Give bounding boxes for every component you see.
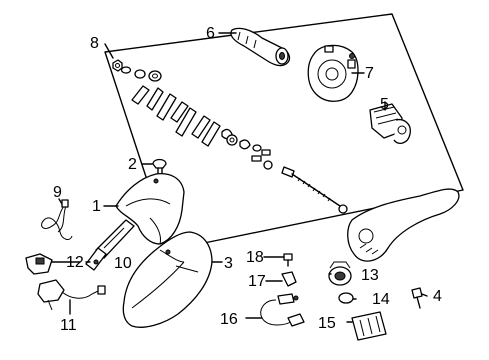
part-4-bolt	[411, 287, 423, 309]
part-14-ring	[338, 292, 354, 304]
callout-12: 12	[66, 254, 84, 271]
part-7-clockspring	[307, 44, 359, 102]
part-13-lock-cylinder	[328, 261, 352, 286]
callout-10: 10	[114, 255, 132, 272]
callout-8: 8	[90, 35, 99, 52]
callout-2: 2	[128, 156, 137, 173]
callout-9: 9	[53, 184, 62, 201]
callout-17: 17	[248, 273, 266, 290]
part-18-screw	[283, 253, 293, 267]
part-10-bracket	[85, 219, 135, 271]
callout-18: 18	[246, 249, 264, 266]
part-12-connector	[25, 253, 53, 275]
part-11-sensor-harness	[37, 279, 106, 311]
leader-lines	[51, 32, 428, 323]
part-3-lower-shroud	[122, 231, 213, 328]
callout-4: 4	[433, 288, 442, 305]
callout-13: 13	[361, 267, 379, 284]
part-6-switch-lever	[230, 27, 291, 67]
callout-16: 16	[220, 311, 238, 328]
callout-5: 5	[380, 96, 389, 113]
part-5-switch	[369, 103, 411, 145]
part-17-clip	[281, 271, 297, 287]
callout-14: 14	[372, 291, 390, 308]
callout-11: 11	[60, 317, 77, 334]
callout-3: 3	[224, 255, 233, 272]
part-16-cable	[260, 293, 305, 327]
tilt-lever	[347, 188, 460, 262]
callout-15: 15	[318, 315, 336, 332]
callout-6: 6	[206, 25, 215, 42]
part-15-module	[351, 311, 387, 341]
subassembly-small-parts	[112, 59, 348, 214]
callout-1: 1	[92, 198, 101, 215]
part-1-upper-shroud	[115, 172, 185, 245]
callout-7: 7	[365, 65, 374, 82]
part-9-wire-harness	[41, 199, 73, 240]
